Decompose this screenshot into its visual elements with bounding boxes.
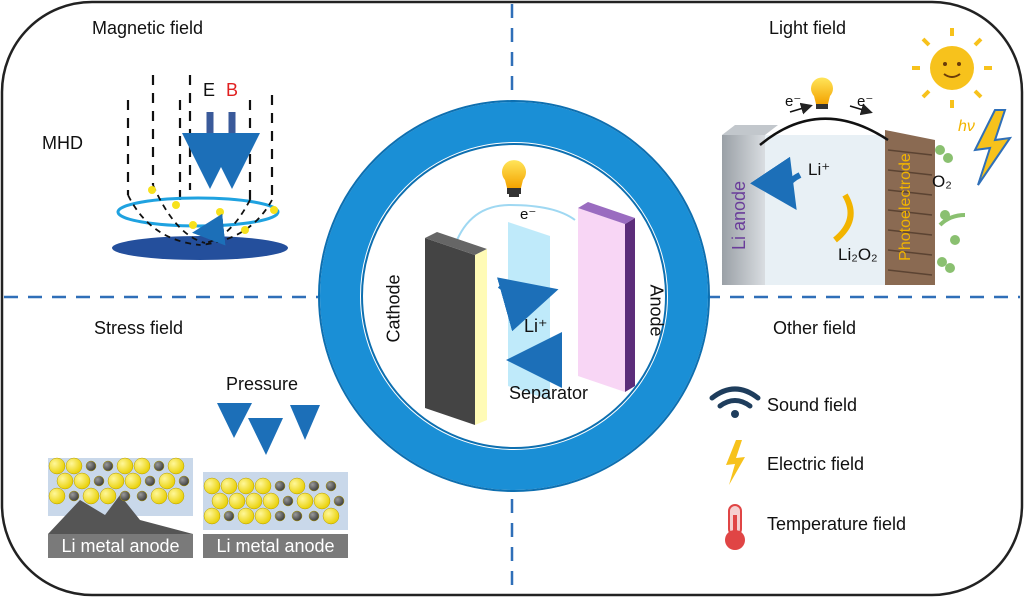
center-electron-label: e⁻ xyxy=(520,206,537,223)
anode-plate xyxy=(578,202,635,392)
lightbulb-icon xyxy=(502,160,527,197)
li-arrow-right xyxy=(497,277,559,332)
yellow-particle xyxy=(237,507,255,525)
grey-particle xyxy=(308,480,320,492)
e-label: E xyxy=(203,80,216,100)
pressure-arrows xyxy=(217,403,320,455)
yellow-particle xyxy=(237,477,255,495)
hv-label: hν xyxy=(958,118,975,135)
center-li-ion-label: Li⁺ xyxy=(524,316,548,336)
yellow-particle xyxy=(296,492,314,510)
li-metal-anode-left: Li metal anode xyxy=(48,534,193,558)
electric-bolt-icon xyxy=(726,440,745,485)
grey-particle xyxy=(291,510,303,522)
electric-field-label: Electric field xyxy=(767,454,865,474)
particles xyxy=(48,457,345,525)
magnetic-illustration xyxy=(112,75,288,260)
yellow-particle xyxy=(133,457,151,475)
temperature-field-label: Temperature field xyxy=(767,514,907,534)
yellow-particle xyxy=(203,507,221,525)
grey-particle xyxy=(136,490,148,502)
grey-particle xyxy=(274,480,286,492)
yellow-particle xyxy=(254,507,272,525)
yellow-particle xyxy=(48,457,66,475)
grey-particle xyxy=(102,460,114,472)
light-cell-illustration xyxy=(722,77,966,285)
li2o2-label: Li₂O₂ xyxy=(838,245,878,264)
separator-label: Separator xyxy=(509,383,589,403)
yellow-particle xyxy=(73,472,91,490)
yellow-particle xyxy=(262,492,280,510)
yellow-particle xyxy=(48,487,66,505)
yellow-particle xyxy=(167,487,185,505)
cathode-plate xyxy=(425,232,487,425)
lightbulb-icon xyxy=(811,77,833,109)
thermometer-icon xyxy=(725,504,745,550)
yellow-particle xyxy=(313,492,331,510)
yellow-particle xyxy=(99,487,117,505)
anode-label: Anode xyxy=(646,284,667,337)
li-arrow-left xyxy=(506,331,563,388)
li-anode-label: Li anode xyxy=(729,180,750,251)
yellow-particle xyxy=(107,472,125,490)
b-label: B xyxy=(226,80,239,100)
grey-particle xyxy=(274,510,286,522)
wifi-icon xyxy=(709,386,761,418)
grey-particle xyxy=(223,510,235,522)
yellow-particle xyxy=(220,477,238,495)
yellow-particle xyxy=(65,457,83,475)
grey-particle xyxy=(144,475,156,487)
oxygen-bubbles xyxy=(935,145,960,273)
sound-field-label: Sound field xyxy=(767,395,858,415)
grey-particle xyxy=(153,460,165,472)
electron-label-left: e⁻ xyxy=(785,93,802,110)
grey-particle xyxy=(333,495,345,507)
yellow-particle xyxy=(211,492,229,510)
magnetic-field-title: Magnetic field xyxy=(92,18,204,38)
yellow-particle xyxy=(228,492,246,510)
yellow-particle xyxy=(82,487,100,505)
grey-particle xyxy=(85,460,97,472)
yellow-particle xyxy=(56,472,74,490)
other-field-title: Other field xyxy=(773,318,857,338)
grey-particle xyxy=(119,490,131,502)
li-ion-label-light: Li⁺ xyxy=(808,160,831,179)
grey-particle xyxy=(93,475,105,487)
mhd-label: MHD xyxy=(42,133,83,153)
grey-particle xyxy=(282,495,294,507)
separator-plate xyxy=(508,222,550,400)
yellow-particle xyxy=(245,492,263,510)
li-metal-anode-right: Li metal anode xyxy=(203,534,348,558)
grey-particle xyxy=(178,475,190,487)
yellow-particle xyxy=(254,477,272,495)
yellow-particle xyxy=(203,477,221,495)
o2-label: O₂ xyxy=(932,172,952,191)
yellow-particle xyxy=(167,457,185,475)
sun-icon xyxy=(912,28,992,108)
yellow-particle xyxy=(158,472,176,490)
yellow-particle xyxy=(124,472,142,490)
grey-particle xyxy=(308,510,320,522)
yellow-particle xyxy=(150,487,168,505)
stress-field-title: Stress field xyxy=(94,318,184,338)
cathode-label: Cathode xyxy=(383,274,404,343)
central-battery xyxy=(318,100,710,492)
yellow-particle xyxy=(288,477,306,495)
electron-label-right: e⁻ xyxy=(857,93,874,110)
blue-ring xyxy=(320,102,708,490)
lightning-icon xyxy=(973,109,1013,186)
grey-particle xyxy=(325,480,337,492)
photoelectrode-label: Photoelectrode xyxy=(896,153,914,261)
pressure-label: Pressure xyxy=(226,374,299,394)
light-field-title: Light field xyxy=(769,18,847,38)
yellow-particle xyxy=(322,507,340,525)
grey-particle xyxy=(68,490,80,502)
yellow-particle xyxy=(116,457,134,475)
